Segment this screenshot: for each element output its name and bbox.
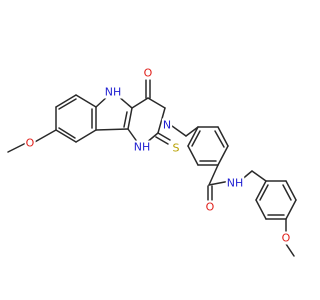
bond xyxy=(187,145,199,166)
molecule-structure: NH NH N O S O O NH O xyxy=(7,66,297,257)
bond xyxy=(75,129,97,143)
bond xyxy=(7,142,27,153)
bond xyxy=(58,127,76,139)
atom-label-layer: NH NH N O S O O NH O xyxy=(24,66,292,245)
bond xyxy=(155,136,169,145)
bond xyxy=(185,126,199,137)
bond xyxy=(127,107,133,130)
bond xyxy=(191,130,201,147)
bond-layer xyxy=(7,79,297,257)
atom-label-nh-amide: NH xyxy=(227,177,244,190)
atom-label-nh-ring: NH xyxy=(134,141,151,154)
bond xyxy=(58,98,77,110)
bond xyxy=(217,145,229,166)
atom-label-background xyxy=(132,140,152,154)
bond xyxy=(217,126,229,147)
atom-label-s-thione: S xyxy=(173,142,180,155)
bond xyxy=(147,97,166,109)
atom-label-background xyxy=(225,176,245,190)
bond xyxy=(55,129,77,143)
bond xyxy=(123,111,128,128)
atom-label-o-carbonyl-ring: O xyxy=(144,67,153,80)
bond xyxy=(131,97,149,109)
bond xyxy=(255,199,267,220)
bond xyxy=(171,125,187,137)
bond xyxy=(208,164,219,186)
atom-label-background xyxy=(161,118,173,132)
atom-label-background xyxy=(280,231,292,245)
bond xyxy=(157,132,171,141)
atom-label-o-methoxy-left: O xyxy=(26,137,35,150)
bond xyxy=(259,184,269,201)
bond xyxy=(282,184,292,201)
bond xyxy=(32,129,57,144)
atom-label-background xyxy=(171,141,181,155)
bond xyxy=(95,128,129,131)
atom-label-nh-indole: NH xyxy=(105,86,122,99)
bond xyxy=(214,130,225,148)
bond xyxy=(285,180,297,201)
atom-label-o-amide: O xyxy=(206,201,215,214)
atom-label-background xyxy=(103,85,123,99)
atom-label-background xyxy=(204,200,216,214)
bond xyxy=(285,243,295,257)
atom-label-background xyxy=(142,66,154,80)
bond xyxy=(251,170,267,182)
atom-label-o-methoxy-right: O xyxy=(282,232,291,245)
bond xyxy=(255,180,267,201)
atom-label-n-ring: N xyxy=(163,119,171,132)
atom-label-background xyxy=(24,136,36,150)
bond xyxy=(157,107,166,134)
bond xyxy=(75,94,97,108)
bond xyxy=(55,94,77,108)
bond xyxy=(285,199,297,220)
bond xyxy=(187,126,199,147)
